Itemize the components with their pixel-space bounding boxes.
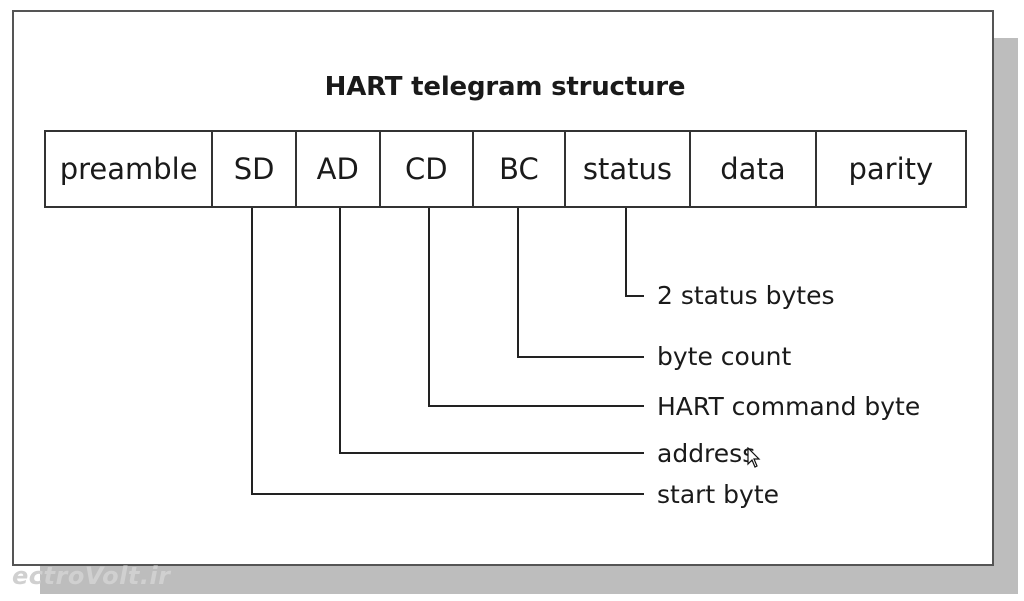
leader-lines [251, 208, 644, 495]
diagram-title: HART telegram structure [324, 72, 686, 102]
callout-address: address [657, 439, 756, 468]
field-bc: BC [474, 132, 566, 206]
field-sd: SD [213, 132, 297, 206]
field-status: status [566, 132, 692, 206]
telegram-fields: preamble SD AD CD BC status data parity [44, 130, 967, 208]
callout-start-byte: start byte [657, 480, 780, 509]
field-cd: CD [381, 132, 475, 206]
leader-line-cd [428, 208, 644, 407]
watermark: ectroVolt.ir [12, 562, 171, 590]
leader-line-sd [251, 208, 644, 495]
leader-line-ad [339, 208, 644, 454]
mouse-pointer-icon [747, 447, 761, 468]
callout-status-bytes: 2 status bytes [657, 281, 835, 310]
field-parity: parity [848, 152, 934, 186]
field-preamble: preamble [46, 132, 214, 206]
callout-byte-count: byte count [657, 342, 792, 371]
callout-command-byte: HART command byte [657, 392, 921, 421]
field-ad: AD [297, 132, 381, 206]
leader-line-status [625, 208, 644, 297]
field-data: data [691, 132, 817, 206]
leader-line-bc [517, 208, 644, 358]
diagram-card: HART telegram structure preamble SD AD C… [12, 10, 994, 566]
